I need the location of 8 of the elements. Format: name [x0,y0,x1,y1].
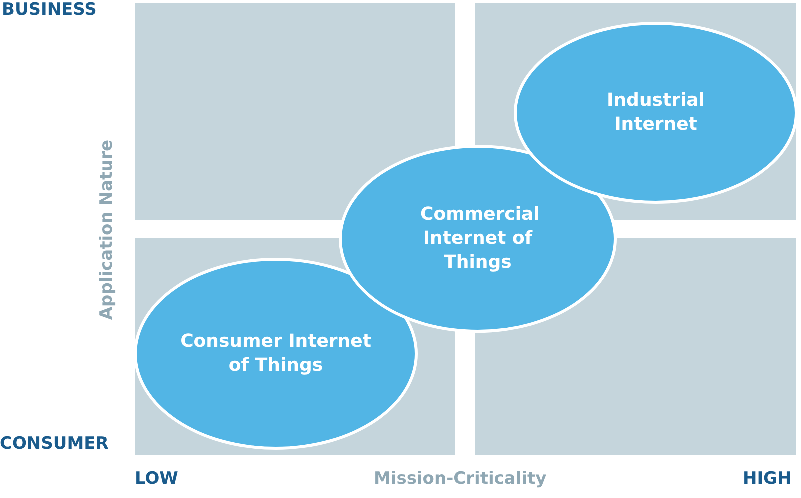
axis-end-label: BUSINESS [2,0,97,20]
bubble-label: Industrial Internet [606,88,706,137]
axis-end-label: CONSUMER [0,434,109,454]
axis-title: Application Nature [97,140,118,320]
axis-end-label: LOW [135,469,178,489]
bubble-label: Consumer Internet of Things [180,330,372,378]
axis-title: Mission-Criticality [374,469,547,489]
axis-end-label: HIGH [743,469,792,489]
